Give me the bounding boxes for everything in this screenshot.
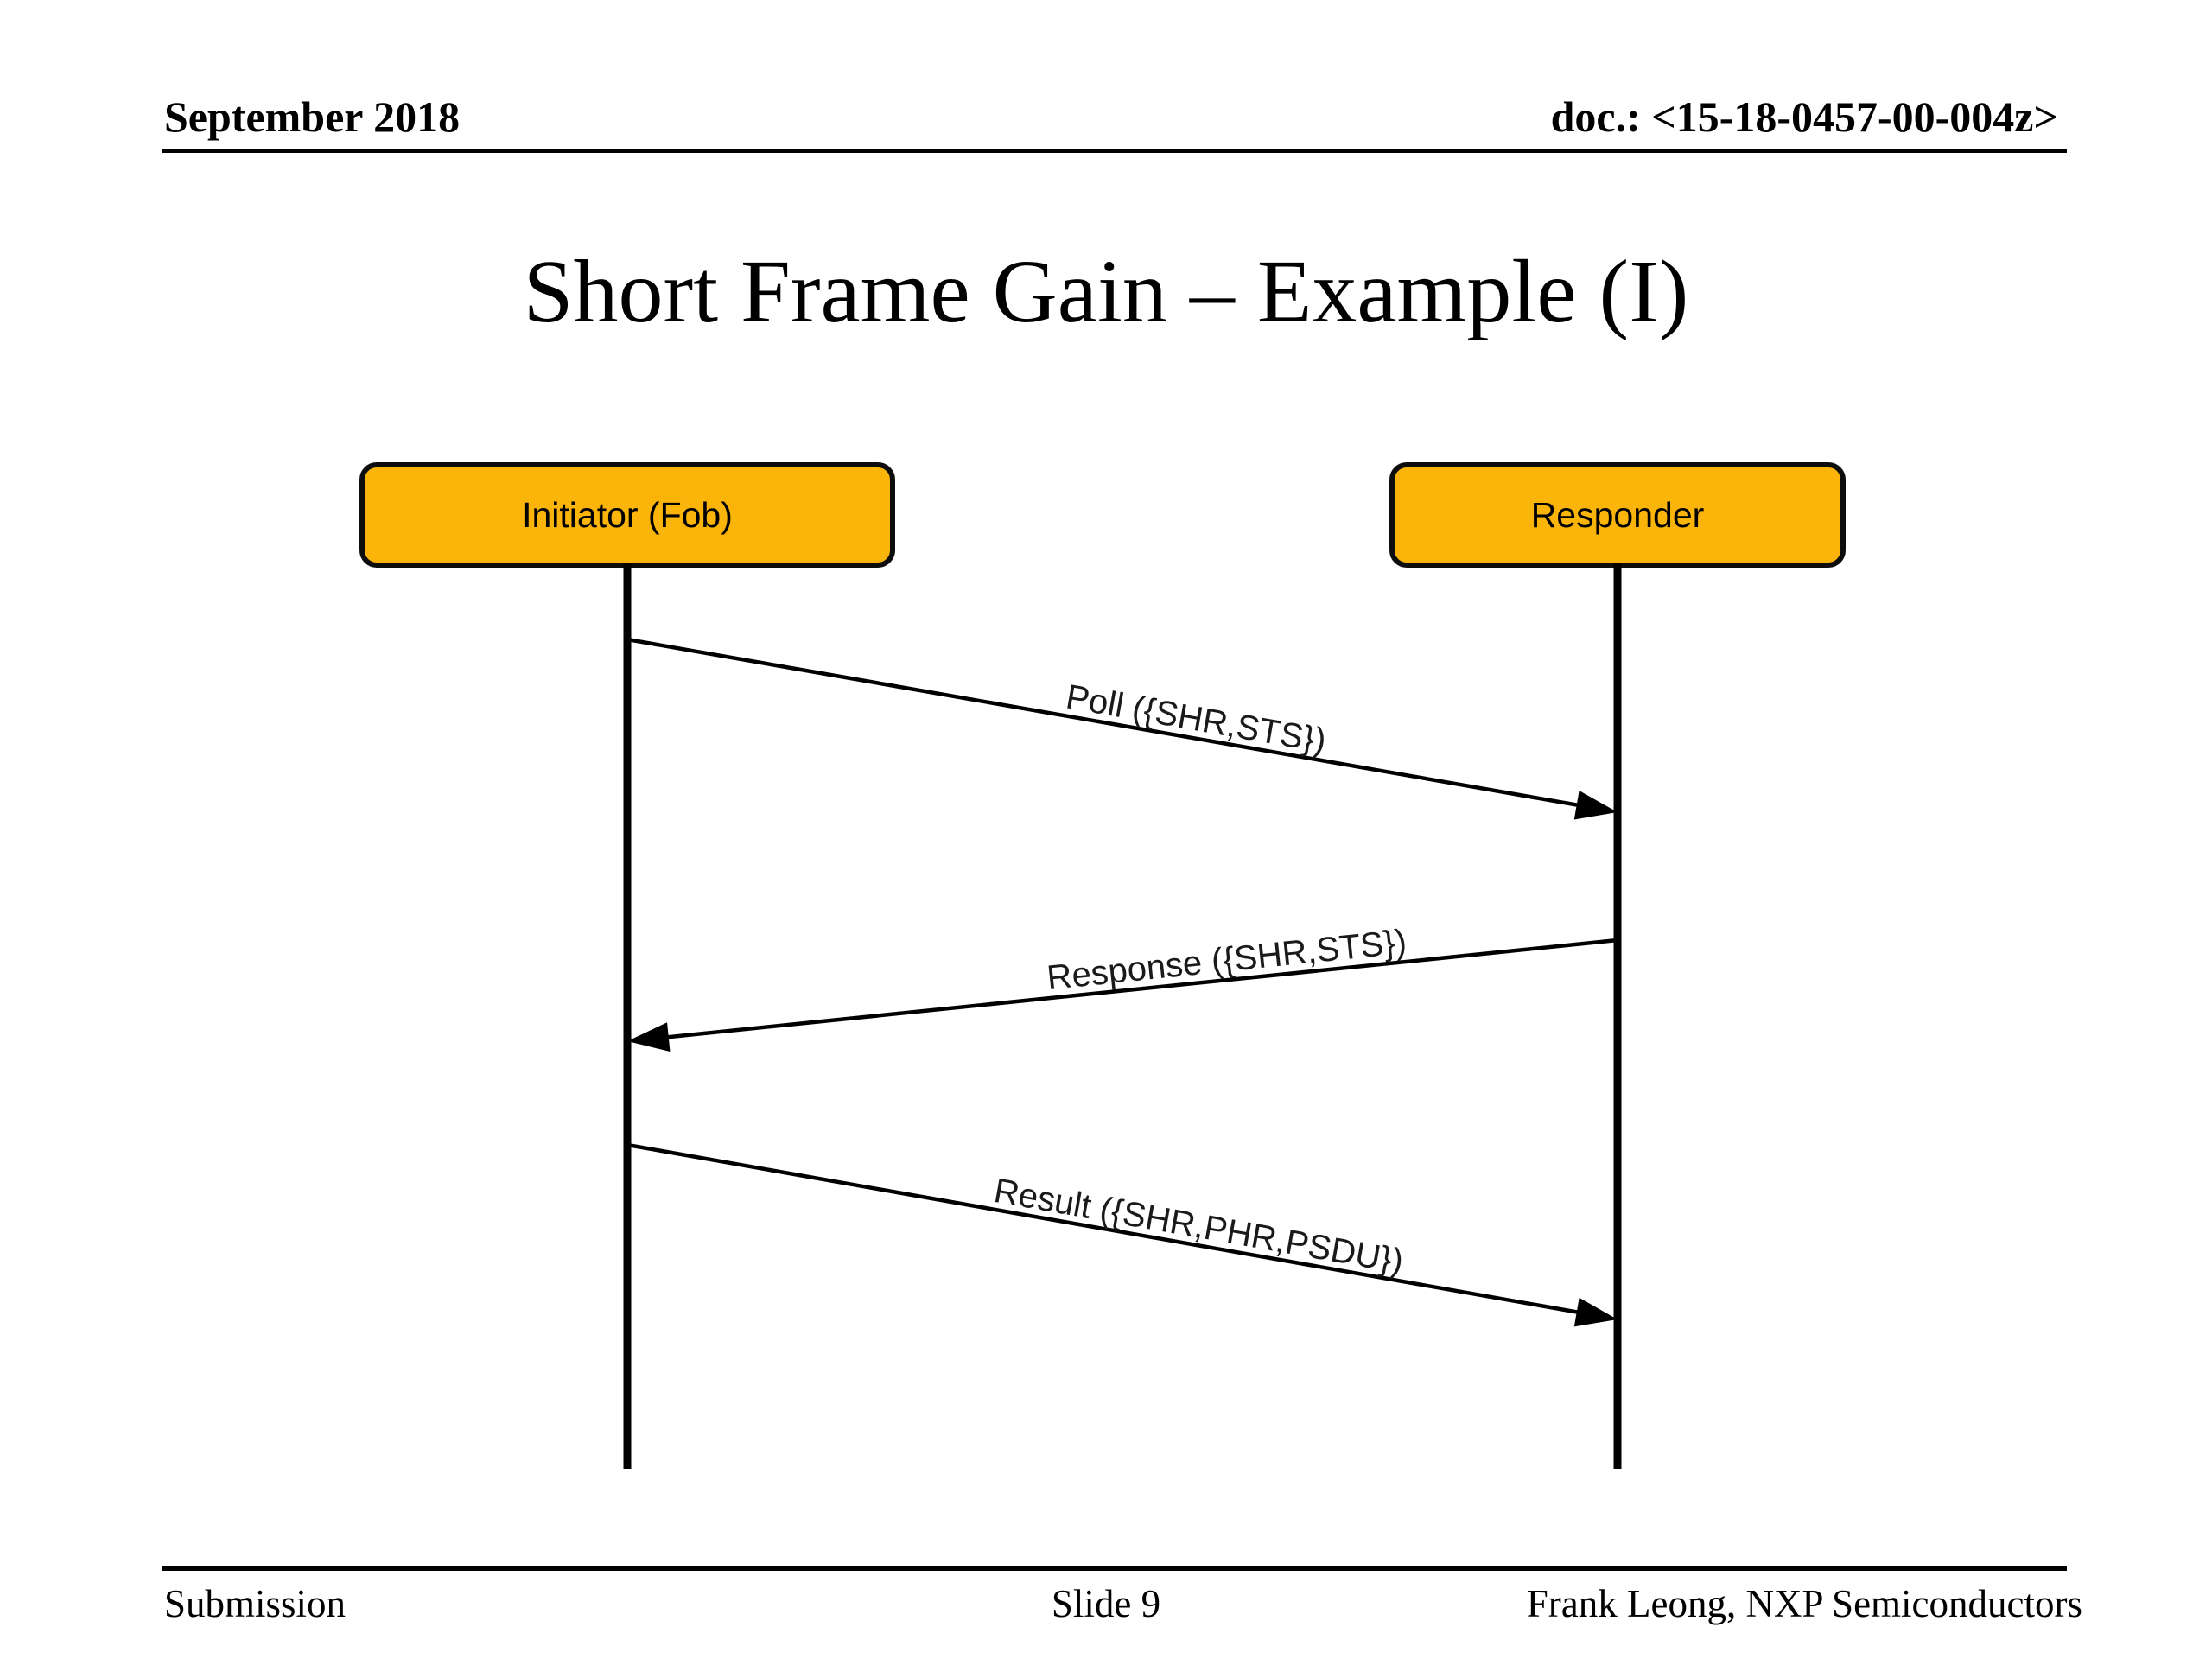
message-label-poll: Poll ({SHR,STS})	[1063, 677, 1329, 760]
message-arrow-response	[635, 938, 1618, 1043]
footer-rule	[162, 1566, 2067, 1571]
footer-submission: Submission	[164, 1582, 346, 1625]
page-title: Short Frame Gain – Example (I)	[523, 242, 1689, 341]
actor-label-responder: Responder	[1530, 494, 1705, 535]
message-label-response: Response ({SHR,STS})	[1046, 923, 1408, 997]
footer-slide-number: Slide 9	[1051, 1582, 1161, 1625]
actor-box-responder: Responder	[1389, 462, 1846, 568]
arrowhead-icon	[1573, 1297, 1618, 1327]
header-rule	[162, 149, 2067, 153]
footer-author: Frank Leong, NXP Semiconductors	[1526, 1582, 2082, 1625]
arrowhead-icon	[627, 1022, 671, 1052]
message-arrow-poll	[626, 637, 1610, 813]
header-doc-number: doc.: <15-18-0457-00-004z>	[1550, 92, 2058, 141]
message-label-result: Result ({SHR,PHR,PSDU})	[991, 1172, 1406, 1281]
arrowhead-icon	[1573, 791, 1618, 820]
message-arrow-result	[626, 1142, 1610, 1320]
header-date: September 2018	[164, 92, 461, 141]
actor-label-initiator: Initiator (Fob)	[522, 494, 733, 535]
